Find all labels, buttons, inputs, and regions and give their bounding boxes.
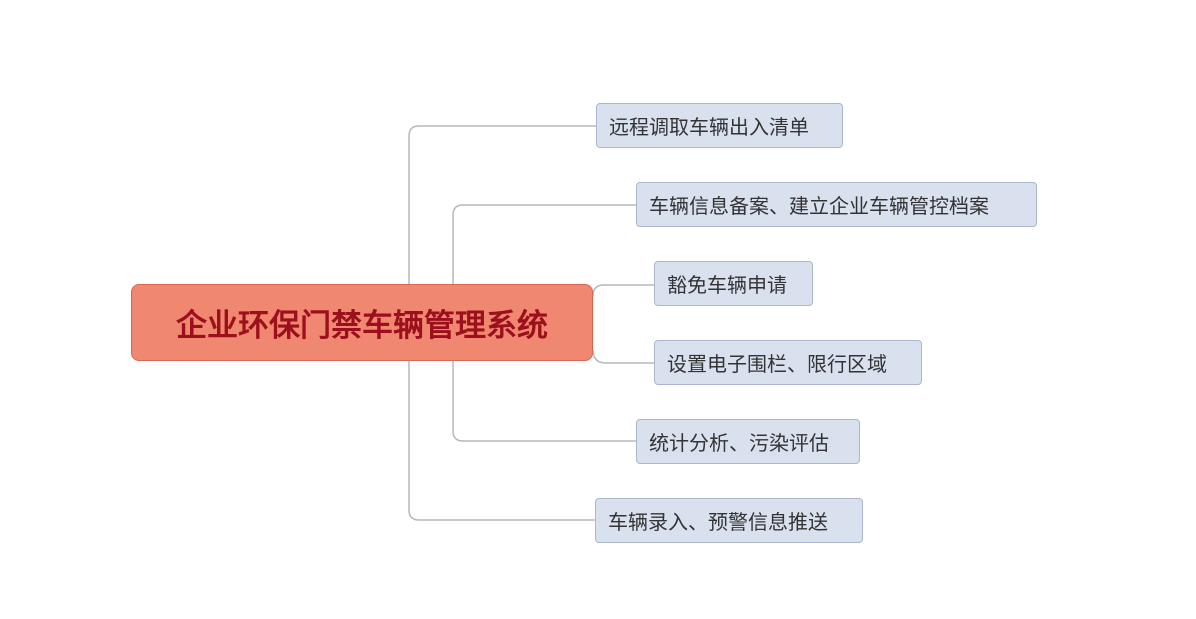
branch-topic-label: 豁免车辆申请 — [667, 273, 787, 297]
root-topic[interactable]: 企业环保门禁车辆管理系统 — [131, 284, 593, 361]
connector-branch-2 — [452, 204, 636, 284]
connector-branch-3 — [592, 284, 654, 297]
branch-topic-label: 车辆信息备案、建立企业车辆管控档案 — [649, 194, 989, 218]
branch-topic-alert-push[interactable]: 车辆录入、预警信息推送 — [595, 498, 863, 543]
branch-topic-vehicle-filing[interactable]: 车辆信息备案、建立企业车辆管控档案 — [636, 182, 1037, 227]
branch-topic-exemption-request[interactable]: 豁免车辆申请 — [654, 261, 813, 306]
branch-topic-remote-vehicle-list[interactable]: 远程调取车辆出入清单 — [596, 103, 843, 148]
branch-topic-label: 统计分析、污染评估 — [649, 431, 829, 455]
branch-topic-geofence[interactable]: 设置电子围栏、限行区域 — [654, 340, 922, 385]
branch-topic-label: 远程调取车辆出入清单 — [609, 115, 809, 139]
branch-topic-statistics[interactable]: 统计分析、污染评估 — [636, 419, 860, 464]
root-topic-label: 企业环保门禁车辆管理系统 — [176, 308, 548, 344]
branch-topic-label: 车辆录入、预警信息推送 — [608, 510, 828, 534]
connector-branch-1 — [408, 125, 596, 284]
branch-topic-label: 设置电子围栏、限行区域 — [667, 352, 887, 376]
connector-branch-5 — [452, 361, 636, 442]
connector-branch-6 — [408, 361, 595, 521]
connector-branch-4 — [592, 349, 654, 364]
